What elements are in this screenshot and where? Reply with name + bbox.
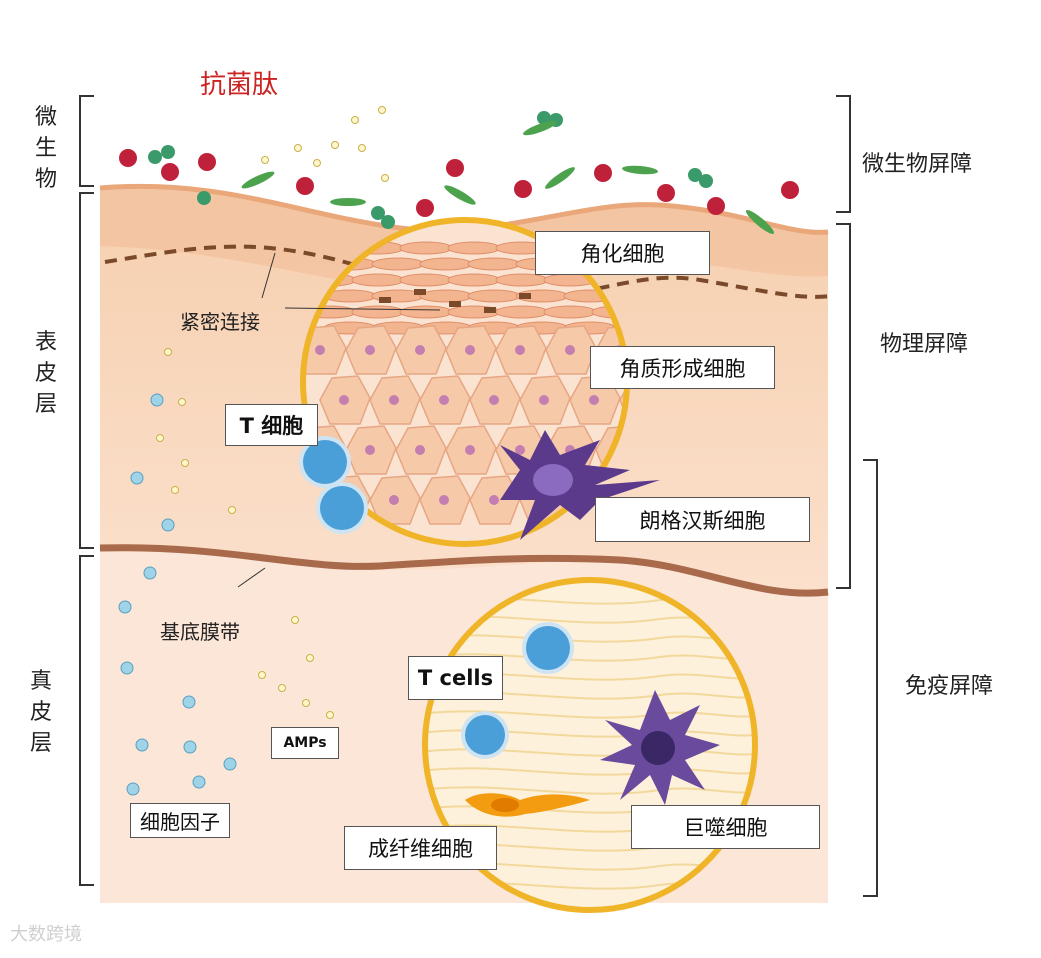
amp-dot (164, 348, 172, 356)
fibroblast-label: 成纤维细胞 (344, 826, 497, 870)
cytokine-dot (182, 695, 196, 709)
amp-dot (258, 671, 266, 679)
microbe-red (594, 164, 612, 182)
tight-junction-pointer (284, 307, 441, 311)
amp-dot (331, 141, 339, 149)
cytokines-label: 细胞因子 (130, 803, 230, 838)
watermark: 大数跨境 (10, 924, 82, 945)
amps-label: AMPs (271, 727, 339, 759)
tight-junction-leader (261, 252, 276, 299)
cytokine-dot (183, 740, 197, 754)
amp-dot (294, 144, 302, 152)
amp-dot (302, 699, 310, 707)
macrophage-cell (600, 690, 720, 805)
keratinocyte-label: 角质形成细胞 (590, 346, 775, 389)
microbe-rod (330, 198, 366, 206)
microbe-red (446, 159, 464, 177)
left-bracket (79, 95, 94, 187)
corneocyte-label: 角化细胞 (535, 231, 710, 275)
microbe-rod (523, 120, 557, 136)
immune-barrier-label: 免疫屏障 (905, 674, 994, 699)
tight-junction-label: 紧密连接 (180, 310, 260, 334)
amp-dot (306, 654, 314, 662)
amp-dot (181, 459, 189, 467)
amp-dot (378, 106, 386, 114)
amp-dot (381, 174, 389, 182)
amp-dot (178, 398, 186, 406)
amp-dot (228, 506, 236, 514)
cytokine-dot (192, 775, 206, 789)
amp-dot (171, 486, 179, 494)
microbe-red (707, 197, 725, 215)
cytokine-dot (135, 738, 149, 752)
amp-dot (313, 159, 321, 167)
microbe-red (119, 149, 137, 167)
cytokine-dot (161, 518, 175, 532)
left-bracket (79, 555, 94, 886)
right-bracket (836, 223, 851, 589)
langerhans-label: 朗格汉斯细胞 (595, 497, 810, 542)
microbe-green (197, 191, 211, 205)
basement-membrane-line (99, 544, 829, 597)
left-bracket (79, 192, 94, 549)
cytokine-dot (143, 566, 157, 580)
fibroblast-cell (465, 793, 590, 817)
microbial-barrier-label: 微生物屏障 (862, 152, 973, 177)
amp-dot (291, 616, 299, 624)
microbe-side-label: 微生物 (34, 105, 57, 192)
microbe-green (161, 145, 175, 159)
microbe-rod (444, 185, 476, 205)
cytokine-dot (118, 600, 132, 614)
amp-dots (118, 106, 389, 796)
microbe-green (699, 174, 713, 188)
t-cell-cn-label: T 细胞 (225, 404, 318, 446)
amp-title: 抗菌肽 (200, 70, 279, 100)
microbe-rod (241, 171, 275, 189)
microbe-rod (545, 167, 575, 189)
microbe-red (657, 184, 675, 202)
basement-membrane-leader (237, 567, 266, 588)
tight-junction-line (104, 244, 831, 301)
microbe-red (514, 180, 532, 198)
physical-barrier-label: 物理屏障 (880, 332, 969, 357)
microbe-red (416, 199, 434, 217)
cytokine-dot (126, 782, 140, 796)
microbe-red (161, 163, 179, 181)
microbe-red (781, 181, 799, 199)
microbe-rod (745, 210, 775, 234)
microbe-rod (622, 165, 658, 175)
microbe-green (688, 168, 702, 182)
dermis-side-label: 真皮层 (29, 669, 52, 756)
microbe-green (537, 111, 551, 125)
macrophage-label: 巨噬细胞 (631, 805, 820, 849)
microbe-green (371, 206, 385, 220)
cytokine-dot (130, 471, 144, 485)
right-bracket (863, 459, 878, 897)
cytokine-dot (120, 661, 134, 675)
amp-dot (278, 684, 286, 692)
t-cells-en-label: T cells (408, 656, 503, 700)
microbe-green (148, 150, 162, 164)
basement-membrane-label: 基底膜带 (160, 620, 240, 644)
amp-dot (358, 144, 366, 152)
amp-dot (326, 711, 334, 719)
cytokine-dot (223, 757, 237, 771)
langerhans-cell (500, 430, 660, 540)
amp-dot (156, 434, 164, 442)
cytokine-dot (150, 393, 164, 407)
amp-dot (261, 156, 269, 164)
microbe-red (296, 177, 314, 195)
amp-dot (351, 116, 359, 124)
microbes (119, 111, 799, 234)
microbe-green (381, 215, 395, 229)
epidermis-side-label: 表皮层 (34, 330, 57, 417)
right-bracket (836, 95, 851, 213)
microbe-red (198, 153, 216, 171)
